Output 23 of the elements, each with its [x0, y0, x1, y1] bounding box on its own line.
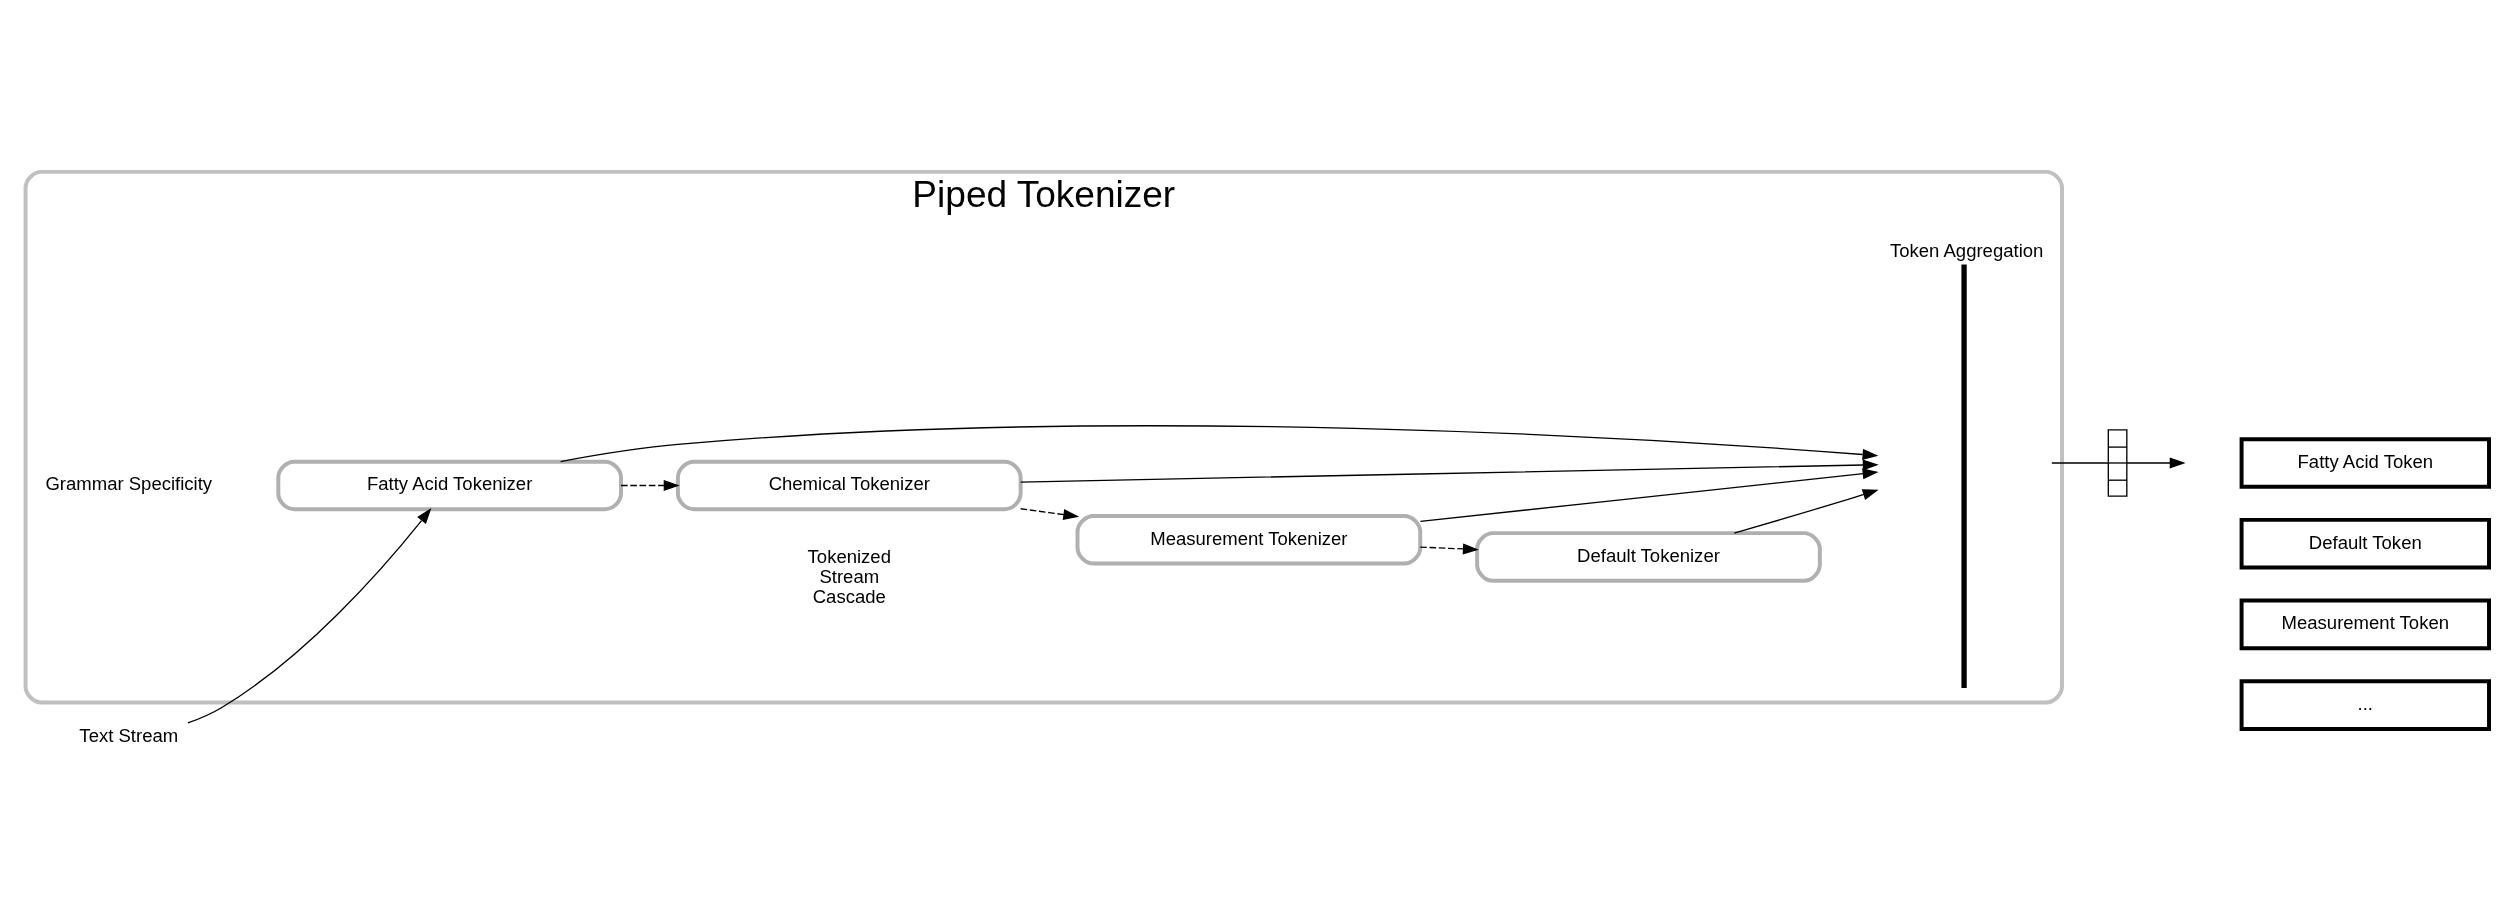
node-box: Default Token — [2239, 517, 2491, 570]
node-label: Token Aggregation — [1889, 239, 2044, 261]
arrow — [620, 479, 680, 492]
node-box: Fatty Acid Tokenizer — [276, 459, 623, 512]
connector — [2051, 462, 2109, 464]
node-text: Text Stream — [79, 724, 179, 746]
arrow — [2126, 457, 2186, 469]
arrow — [1020, 508, 1080, 521]
label: Grammar Specificity — [45, 473, 213, 495]
arrow — [1419, 543, 1479, 555]
node-box: ... — [2239, 679, 2491, 731]
arrow — [1733, 489, 1879, 534]
label: Tokenized Stream Cascade — [807, 546, 891, 607]
arrow — [1020, 459, 1879, 483]
node-box: Measurement Tokenizer — [1075, 513, 1423, 566]
node-box: Measurement Token — [2239, 598, 2491, 651]
arrow — [560, 425, 1879, 463]
node-box: Fatty Acid Token — [2239, 437, 2491, 489]
node-box: Chemical Tokenizer — [675, 459, 1023, 512]
arrow — [187, 508, 432, 724]
arrow — [1419, 468, 1879, 523]
node-box: Default Tokenizer — [1475, 531, 1822, 583]
node-box — [1961, 264, 1967, 688]
